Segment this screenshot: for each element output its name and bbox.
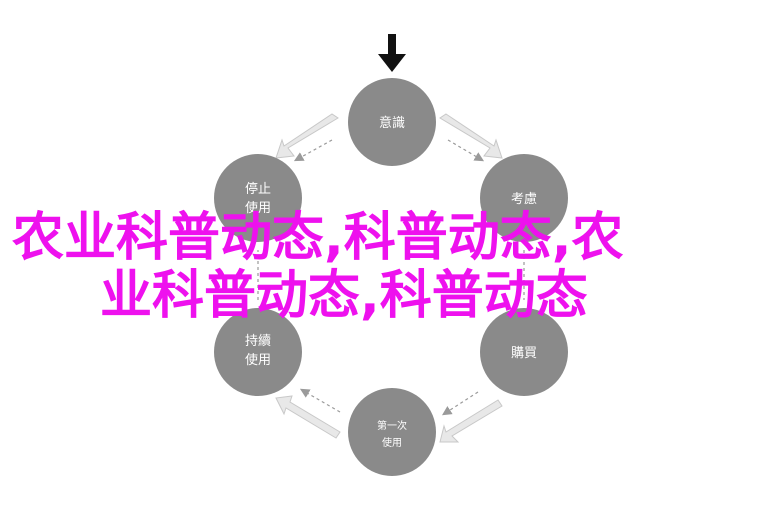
node-purchase-label: 購買: [511, 346, 537, 361]
arrow-purchase-to-first-use: [439, 391, 503, 443]
node-consideration-label: 考慮: [511, 192, 537, 207]
node-first-use: 第一次 使用: [348, 388, 436, 476]
arrow-awareness-to-stop: [275, 113, 339, 162]
node-stop-use-label-line2: 使用: [245, 200, 271, 216]
node-first-use-label-line1: 第一次: [377, 419, 407, 432]
overlay-headline-line-2: 业科普动态,科普动态: [100, 266, 588, 326]
node-continued-use-label-line1: 持續: [245, 334, 271, 349]
entry-arrow-icon: [378, 34, 406, 72]
node-awareness: 意識: [348, 78, 436, 166]
arrow-awareness-to-consideration: [439, 113, 503, 162]
connector-arrows: [257, 113, 525, 443]
node-awareness-label: 意識: [379, 115, 405, 131]
node-stop-use-label-line1: 停止: [245, 181, 271, 197]
node-consideration: 考慮: [480, 154, 568, 242]
node-continued-use-label-line2: 使用: [245, 352, 271, 368]
node-stop-use: 停止 使用: [214, 154, 302, 242]
node-first-use-label-line2: 使用: [382, 436, 402, 449]
overlay-headline-line-1: 农业科普动态,科普动态,农: [12, 208, 624, 268]
arrow-first-use-to-continued: [275, 388, 341, 439]
node-purchase: 購買: [480, 308, 568, 396]
node-continued-use: 持續 使用: [214, 308, 302, 396]
